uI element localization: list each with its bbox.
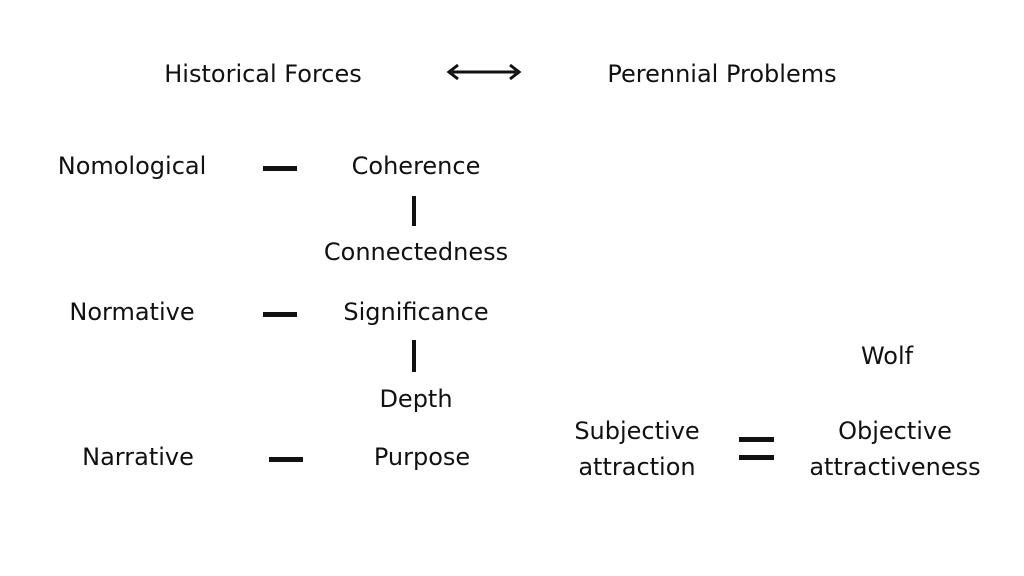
- connector-significance-depth: [412, 340, 416, 372]
- coherence-label: Coherence: [351, 152, 481, 180]
- double-arrow-icon: [446, 63, 522, 81]
- subjective-attraction-label: Subjective attraction: [574, 413, 699, 485]
- dash-narrative-purpose: [269, 457, 303, 462]
- perennial-problems-label: Perennial Problems: [607, 60, 837, 88]
- equals-sign-top: [739, 437, 774, 442]
- objective-line: Objective: [838, 417, 952, 445]
- historical-forces-label: Historical Forces: [164, 60, 362, 88]
- dash-nomological-coherence: [263, 166, 297, 171]
- dash-normative-significance: [263, 312, 297, 317]
- equals-sign-bottom: [739, 455, 774, 460]
- subjective-line: Subjective: [574, 417, 700, 445]
- narrative-label: Narrative: [82, 443, 194, 471]
- purpose-label: Purpose: [373, 443, 471, 471]
- attractiveness-line: attractiveness: [809, 453, 981, 481]
- connector-coherence-connectedness: [412, 196, 416, 226]
- significance-label: Significance: [343, 298, 489, 326]
- depth-label: Depth: [379, 385, 453, 413]
- wolf-label: Wolf: [860, 342, 914, 370]
- nomological-label: Nomological: [57, 152, 207, 180]
- normative-label: Normative: [69, 298, 195, 326]
- connectedness-label: Connectedness: [323, 238, 509, 266]
- objective-attractiveness-label: Objective attractiveness: [809, 413, 980, 485]
- attraction-line: attraction: [578, 453, 696, 481]
